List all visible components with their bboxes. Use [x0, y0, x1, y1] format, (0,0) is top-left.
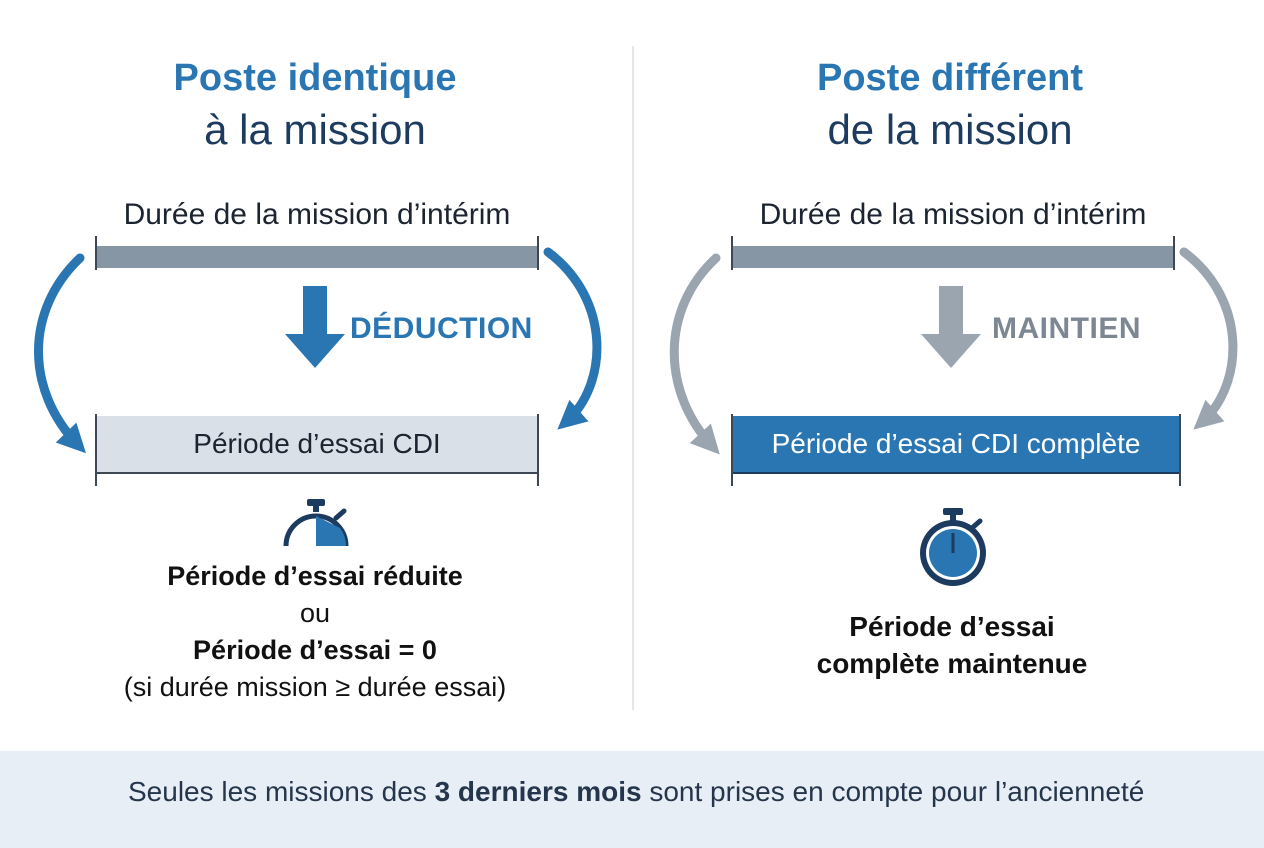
right-title-line2: de la mission [827, 106, 1073, 153]
deduction-down-arrow [285, 286, 345, 368]
footer-text: Seules les missions des 3 derniers mois … [128, 776, 1144, 808]
maintien-down-arrow [921, 286, 981, 368]
right-mission-bar [733, 246, 1173, 268]
left-mission-tick-start [95, 236, 97, 270]
footer-text-bold: 3 derniers mois [434, 776, 642, 807]
left-mission-bar-label: Durée de la mission d’intérim [123, 198, 511, 231]
right-result-text: Période d’essai complète maintenue [672, 608, 1232, 682]
left-panel-title: Poste identique à la mission [35, 52, 595, 156]
left-result-tick-end [537, 414, 539, 486]
right-result-bar: Période d’essai CDI complète [733, 416, 1179, 474]
left-mission-tick-end [537, 236, 539, 270]
right-curve-arrow-left [669, 253, 721, 455]
right-mission-tick-start [731, 236, 733, 270]
left-title-line2: à la mission [204, 106, 426, 153]
right-result-line1: Période d’essai [849, 611, 1055, 642]
left-title-line1: Poste identique [173, 57, 457, 99]
footer-banner [0, 751, 1264, 848]
left-result-line1: Période d’essai réduite [167, 561, 463, 591]
left-result-line3: Période d’essai = 0 [193, 635, 437, 665]
right-mission-tick-end [1173, 236, 1175, 270]
right-title-line1: Poste différent [816, 57, 1084, 99]
left-curve-arrow-left [34, 253, 86, 454]
left-result-line4: (si durée mission ≥ durée essai) [123, 672, 507, 702]
right-result-tick-start [731, 414, 733, 486]
footer-text-before: Seules les missions des [128, 776, 435, 807]
right-curve-arrow-right [1179, 247, 1238, 430]
left-curve-arrow-right [543, 247, 602, 430]
left-result-line2: ou [299, 598, 331, 628]
left-result-bar: Période d’essai CDI [97, 416, 537, 474]
right-panel-title: Poste différent de la mission [670, 52, 1230, 156]
panel-divider [632, 46, 634, 710]
stopwatch-full-icon [920, 508, 986, 586]
left-result-tick-start [95, 414, 97, 486]
deduction-label: DÉDUCTION [350, 312, 533, 345]
right-result-tick-end [1179, 414, 1181, 486]
maintien-label: MAINTIEN [992, 312, 1141, 345]
right-mission-bar-label: Durée de la mission d’intérim [759, 198, 1147, 231]
stopwatch-partial-icon [283, 499, 349, 547]
left-mission-bar [97, 246, 537, 268]
right-result-line2: complète maintenue [816, 648, 1088, 679]
footer-text-after: sont prises en compte pour l’ancienneté [641, 776, 1145, 807]
left-result-text: Période d’essai réduite ou Période d’ess… [35, 558, 595, 706]
